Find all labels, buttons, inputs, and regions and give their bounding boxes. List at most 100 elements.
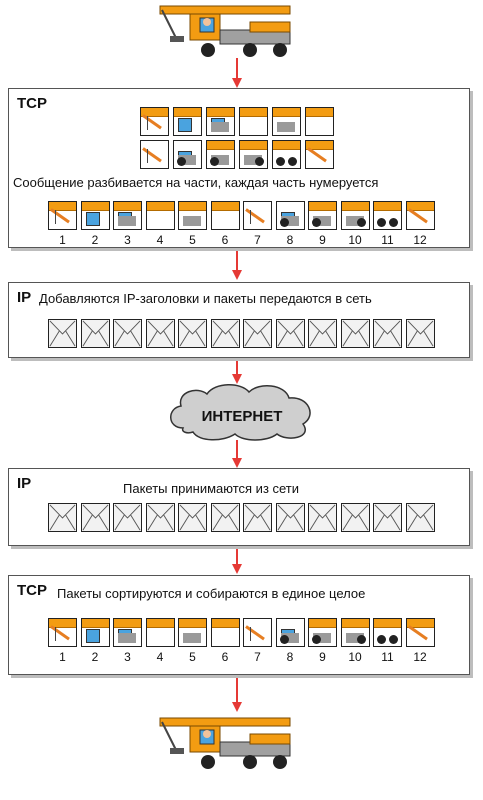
tcp-send-number: 4: [156, 233, 164, 247]
crane-grid-piece: [140, 140, 169, 169]
tcp-send-number: 5: [189, 233, 196, 247]
tcp-receive-piece: [340, 618, 370, 647]
crane-grid-piece: [206, 107, 235, 136]
tcp-send-piece: [145, 201, 175, 230]
ip-receive-packet-envelope: [210, 503, 240, 532]
tcp-receive-caption: Пакеты сортируются и собираются в единое…: [57, 586, 366, 601]
arrow-6: [232, 676, 242, 712]
tcp-send-piece: [373, 201, 402, 230]
ip-receive-packet-envelope: [178, 503, 207, 532]
ip-receive-packet-envelope: [113, 503, 142, 532]
tcp-send-number: 9: [319, 233, 326, 247]
tcp-send-piece: [178, 201, 207, 230]
ip-receive-packet-envelope: [80, 503, 110, 532]
crane-bottom-image: [159, 717, 291, 769]
tcp-receive-piece: [210, 618, 240, 647]
tcp-receive-piece: [145, 618, 175, 647]
ip-receive-packet-envelope: [243, 503, 272, 532]
tcp-receive-number: 6: [221, 650, 229, 664]
tcp-receive-piece: [80, 618, 110, 647]
tcp-send-number: 12: [413, 233, 427, 247]
ip-send-packet-envelope: [243, 319, 272, 348]
ip-send-box: IP Добавляются IP-заголовки и пакеты пер…: [8, 282, 470, 358]
crane-grid-piece: [272, 140, 301, 169]
ip-send-packet-envelope: [178, 319, 207, 348]
tcp-send-number: 6: [221, 233, 229, 247]
crane-grid-piece: [173, 107, 202, 136]
tcp-receive-piece: [243, 618, 272, 647]
ip-send-packet-envelope: [275, 319, 305, 348]
tcp-receive-label: TCP: [17, 582, 47, 599]
tcp-send-number: 2: [91, 233, 99, 247]
ip-send-packet-envelope: [405, 319, 435, 348]
tcp-send-number: 11: [381, 233, 394, 247]
arrow-3: [232, 358, 242, 384]
tcp-receive-number: 7: [254, 650, 261, 664]
tcp-send-piece: [113, 201, 142, 230]
ip-receive-packet-envelope: [275, 503, 305, 532]
ip-send-packet-envelope: [113, 319, 142, 348]
tcp-send-piece: [243, 201, 272, 230]
tcp-receive-piece: [308, 618, 337, 647]
tcp-receive-number: 1: [59, 650, 66, 664]
tcp-receive-number: 3: [124, 650, 131, 664]
ip-send-packet-envelope: [145, 319, 175, 348]
tcp-send-label: TCP: [17, 95, 47, 112]
tcp-send-number: 7: [254, 233, 261, 247]
arrow-1: [232, 58, 242, 88]
ip-receive-packet-envelope: [373, 503, 402, 532]
crane-grid-piece: [305, 140, 334, 169]
arrow-2: [232, 250, 242, 280]
ip-receive-packet-envelope: [340, 503, 370, 532]
ip-receive-packet-envelope: [145, 503, 175, 532]
ip-send-packet-envelope: [80, 319, 110, 348]
tcp-send-number: 3: [124, 233, 131, 247]
tcp-send-caption: Сообщение разбивается на части, каждая ч…: [13, 175, 379, 190]
tcp-send-piece: [80, 201, 110, 230]
tcp-receive-number: 12: [413, 650, 427, 664]
ip-receive-box: IP Пакеты принимаются из сети: [8, 468, 470, 546]
crane-grid-piece: [239, 140, 268, 169]
ip-receive-caption: Пакеты принимаются из сети: [123, 481, 300, 496]
tcp-receive-number: 10: [348, 650, 362, 664]
tcp-receive-piece: [275, 618, 305, 647]
tcp-receive-piece: [373, 618, 402, 647]
tcp-receive-piece: [405, 618, 435, 647]
ip-receive-label: IP: [17, 475, 32, 492]
crane-top-image: [159, 5, 291, 57]
tcp-receive-number: 11: [381, 650, 394, 664]
ip-receive-packet-envelope: [405, 503, 435, 532]
arrow-4: [232, 440, 242, 468]
tcp-receive-number: 8: [286, 650, 294, 664]
crane-grid-piece: [305, 107, 334, 136]
tcp-send-piece: [308, 201, 337, 230]
tcp-receive-piece: [178, 618, 207, 647]
internet-label: ИНТЕРНЕТ: [201, 408, 283, 425]
cloud-shape: [170, 384, 311, 441]
tcp-send-box: TCP Сообщение разбивается на части, кажд…: [8, 88, 470, 248]
ip-send-packet-envelope: [48, 319, 77, 348]
tcp-send-piece: [48, 201, 77, 230]
tcp-receive-number: 9: [319, 650, 326, 664]
crane-grid-piece: [140, 107, 169, 136]
tcp-receive-number: 2: [91, 650, 99, 664]
crane-grid-piece: [272, 107, 301, 136]
crane-grid-piece: [206, 140, 235, 169]
tcp-receive-number: 4: [156, 650, 164, 664]
tcp-receive-piece: [48, 618, 77, 647]
ip-send-label: IP: [17, 289, 32, 306]
tcp-send-number: 1: [59, 233, 66, 247]
arrow-5: [232, 546, 242, 574]
internet-cloud: ИНТЕРНЕТ: [163, 380, 321, 442]
tcp-send-number: 8: [286, 233, 294, 247]
ip-receive-packet-envelope: [308, 503, 337, 532]
tcp-receive-number: 5: [189, 650, 196, 664]
tcp-receive-box: TCP Пакеты сортируются и собираются в ед…: [8, 575, 470, 675]
ip-send-packet-envelope: [308, 319, 337, 348]
ip-send-packet-envelope: [210, 319, 240, 348]
crane-grid-piece: [173, 140, 202, 169]
ip-send-packet-envelope: [373, 319, 402, 348]
ip-receive-packet-envelope: [48, 503, 77, 532]
crane-grid-piece: [239, 107, 268, 136]
ip-send-packet-envelope: [340, 319, 370, 348]
